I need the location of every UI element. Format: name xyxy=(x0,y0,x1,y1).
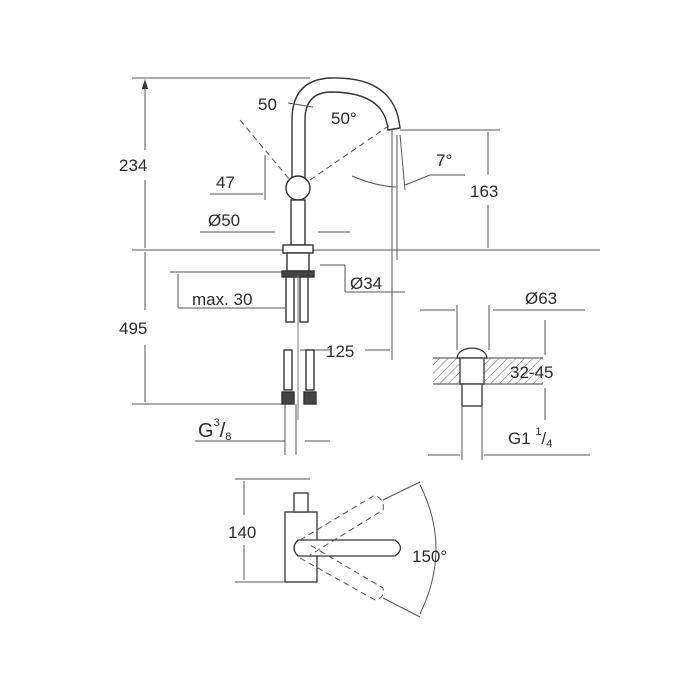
lever-angle-arcs xyxy=(287,102,314,108)
lever-angle-left-label: 50 xyxy=(258,95,277,114)
body-diameter-label: Ø50 xyxy=(208,211,241,230)
drain-thread-label: G1 1/4 xyxy=(508,426,553,450)
thread-numerator: 3 xyxy=(213,417,220,429)
drain-thread-base: G1 xyxy=(508,429,531,448)
drain-thread-denominator: 4 xyxy=(546,438,553,450)
spout-angle-label: 7° xyxy=(436,151,453,170)
rotation-angle-label: 150° xyxy=(412,547,448,566)
height-234-label: 234 xyxy=(119,156,148,175)
drain-thread-numerator: 1 xyxy=(535,426,542,438)
lever-offset-47-label: 47 xyxy=(216,173,235,192)
thread-base: G xyxy=(198,420,214,442)
faucet-side-view xyxy=(281,77,401,420)
spout-height-163-label: 163 xyxy=(470,182,499,201)
hole-diameter-label: Ø34 xyxy=(350,274,383,293)
connection-thread-label: G3/8 xyxy=(198,417,232,443)
spout-reach-125-label: 125 xyxy=(326,342,355,361)
drain-view xyxy=(433,347,543,460)
drain-range-label: 32-45 xyxy=(510,363,554,382)
top-depth-140-label: 140 xyxy=(228,523,257,542)
top-view-dimension-lines xyxy=(235,478,437,618)
faucet-top-view xyxy=(284,492,402,583)
top-view-lever-positions xyxy=(299,494,384,601)
lever-positions xyxy=(239,119,391,181)
drain-dimension-lines xyxy=(420,305,590,456)
thread-denominator: 8 xyxy=(225,431,232,443)
max-thickness-label: max. 30 xyxy=(192,290,253,309)
lever-angle-right-label: 50° xyxy=(331,109,357,128)
drain-diameter-label: Ø63 xyxy=(525,289,558,308)
hose-length-495-label: 495 xyxy=(119,319,148,338)
dimension-lines xyxy=(132,77,600,455)
